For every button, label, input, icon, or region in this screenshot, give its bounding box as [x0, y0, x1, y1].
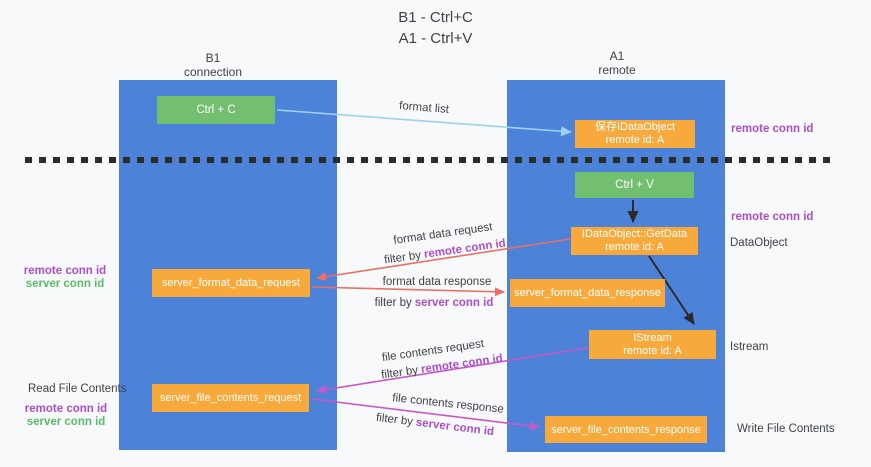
server-format-data-response-box: server_format_data_response [510, 279, 665, 307]
format-list-arrow [276, 109, 572, 137]
lane-b1-name: B1 [205, 51, 221, 65]
server-format-data-request-box: server_format_data_request [152, 269, 310, 297]
server-file-contents-request-box: server_file_contents_request [152, 384, 309, 412]
title-line-2: A1 - Ctrl+V [398, 30, 473, 47]
getdata-line2: remote id: A [605, 241, 664, 253]
istream-line1: IStream [633, 331, 672, 344]
getdata-line1: IDataObject::GetData [581, 228, 688, 240]
file-contents-request-arrow [316, 347, 588, 395]
server-format-data-request-label: server_format_data_request [161, 277, 301, 289]
ctrl-v-label: Ctrl + V [615, 179, 654, 191]
idataobject-getdata-box: IDataObject::GetData remote id: A [571, 227, 698, 255]
ctrl-c-box: Ctrl + C [157, 96, 275, 124]
server-conn-id-text: server conn id [414, 297, 494, 309]
istream-line2: remote id: A [623, 344, 682, 357]
server-file-contents-request-label: server_file_contents_request [159, 392, 302, 404]
title-line-1: B1 - Ctrl+C [398, 9, 473, 26]
right-remote-conn-id-top-label: remote conn id [731, 123, 814, 135]
format-data-response-arrow [311, 286, 505, 297]
istream-box: IStream remote id: A [589, 330, 716, 359]
machine-boundary-dashed-line [25, 157, 833, 163]
file-contents-response-arrow [311, 398, 540, 431]
right-dataobject-label: DataObject [730, 237, 788, 249]
format-data-request-arrow [316, 238, 571, 282]
lane-header-a1-remote: A1 remote [598, 49, 635, 77]
lane-b1-role: connection [183, 65, 243, 79]
server-format-data-response-label: server_format_data_response [514, 287, 661, 299]
left-bottom-server-conn-id-label: server conn id [26, 416, 106, 428]
lane-a1-role: remote [598, 63, 636, 77]
diagram-title: B1 - Ctrl+C A1 - Ctrl+V [0, 7, 871, 49]
server-file-contents-response-box: server_file_contents_response [545, 416, 707, 443]
format-data-response-label: format data response [382, 276, 492, 288]
left-bottom-remote-conn-id-label: remote conn id [24, 403, 108, 415]
right-istream-label: Istream [730, 341, 769, 353]
save-idataobject-box: 保存IDataObject remote id: A [575, 120, 695, 148]
filter-by-text: filter by [374, 297, 412, 309]
ctrl-v-box: Ctrl + V [575, 172, 694, 198]
left-conn-id-group-bottom: remote conn id server conn id [20, 403, 112, 429]
lane-header-b1-connection: B1 connection [184, 51, 242, 79]
left-conn-id-group-top: remote conn id server conn id [17, 265, 113, 291]
lane-a1-name: A1 [609, 49, 625, 63]
right-remote-conn-id-mid-label: remote conn id [731, 211, 814, 223]
read-file-contents-label: Read File Contents [28, 383, 127, 395]
left-remote-conn-id-label: remote conn id [23, 265, 107, 277]
getdata-to-istream-arrow [648, 255, 695, 325]
left-server-conn-id-label: server conn id [25, 278, 105, 290]
right-write-file-contents-label: Write File Contents [737, 423, 835, 435]
server-file-contents-response-label: server_file_contents_response [551, 423, 701, 436]
save-idataobject-line2: remote id: A [605, 134, 665, 146]
ctrl-c-label: Ctrl + C [196, 104, 236, 116]
save-idataobject-line1: 保存IDataObject [594, 121, 676, 133]
